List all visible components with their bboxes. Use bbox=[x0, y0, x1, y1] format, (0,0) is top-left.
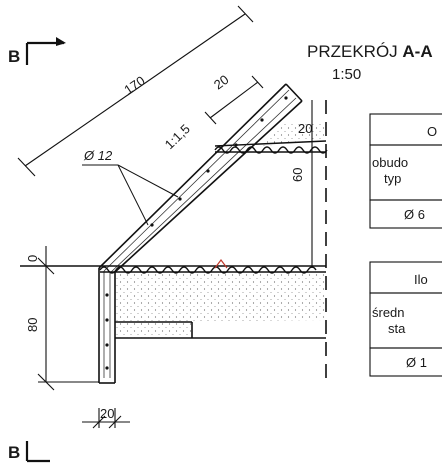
dim-left bbox=[20, 246, 99, 391]
title-prefix: PRZEKRÓJ bbox=[307, 42, 402, 61]
dim-slab-top bbox=[204, 75, 264, 125]
table-1-header: O bbox=[427, 124, 437, 139]
table-2-footer: Ø 1 bbox=[406, 355, 427, 370]
slope-ratio-label: 1:1,5 bbox=[162, 121, 193, 152]
dim-zero-label: 0 bbox=[25, 255, 40, 262]
dim-wall-thickness bbox=[82, 408, 130, 429]
dim-slope-length bbox=[17, 5, 254, 177]
section-mark-top: B bbox=[8, 37, 66, 66]
concrete-outline bbox=[98, 83, 326, 384]
table-2-body-line1: średn bbox=[372, 305, 405, 320]
table-1 bbox=[369, 113, 442, 229]
insulation-fill bbox=[115, 122, 326, 338]
table-1-body-line2: typ bbox=[384, 171, 401, 186]
title-bold: A-A bbox=[402, 42, 432, 61]
dim-rise-label: 60 bbox=[290, 168, 305, 182]
title-scale: 1:50 bbox=[332, 66, 361, 83]
accent-mark bbox=[214, 259, 228, 269]
dim-small-20-label: 20 bbox=[298, 121, 312, 136]
rebar-callout bbox=[82, 164, 179, 226]
section-title: PRZEKRÓJ A-A 1:50 bbox=[307, 42, 433, 83]
table-1-body-line1: obudo bbox=[372, 155, 408, 170]
dim-slope-length-label: 170 bbox=[121, 73, 147, 98]
table-1-footer: Ø 6 bbox=[404, 207, 425, 222]
table-2-header: Ilo bbox=[414, 272, 428, 287]
section-mark-top-label: B bbox=[8, 47, 20, 66]
rebar-callout-label: Ø 12 bbox=[83, 148, 113, 163]
table-2-body-line2: sta bbox=[388, 321, 406, 336]
svg-text:PRZEKRÓJ A-A: PRZEKRÓJ A-A bbox=[307, 42, 433, 61]
dim-wall-thickness-label: 20 bbox=[100, 406, 114, 421]
section-mark-bottom-label: B bbox=[8, 443, 20, 462]
rebar-dots bbox=[105, 96, 288, 370]
rebar bbox=[103, 89, 297, 378]
table-2 bbox=[369, 261, 442, 377]
dim-wall-height-label: 80 bbox=[25, 318, 40, 332]
section-mark-bottom: B bbox=[8, 441, 50, 463]
corrugated-sheets bbox=[20, 140, 328, 274]
dim-slab-top-label: 20 bbox=[211, 72, 232, 93]
